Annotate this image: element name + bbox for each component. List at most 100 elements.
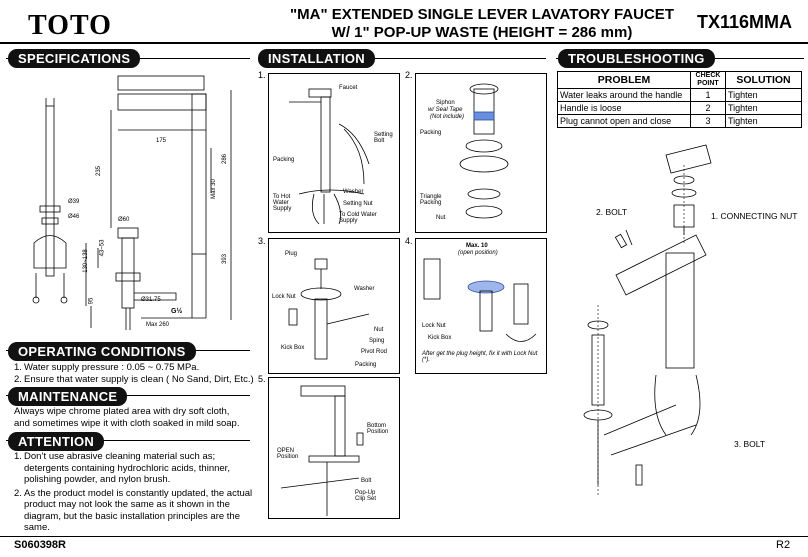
label-washer: Washer (343, 189, 364, 195)
title-line-2: W/ 1" POP-UP WASTE (HEIGHT = 286 mm) (331, 24, 633, 41)
label-sping: Sping (369, 338, 385, 344)
maintenance-rule (6, 395, 250, 396)
install-rule (258, 58, 546, 59)
operating-heading: OPERATING CONDITIONS (8, 342, 196, 361)
dim-max260: Max 260 (146, 322, 170, 328)
step-4-number: 4. (405, 236, 413, 246)
step-5-box: Bottom Position OPEN Position Bolt Pop-U… (268, 377, 400, 519)
dim-31-75: Ø31.75 (141, 297, 161, 303)
operating-item: 2.Ensure that water supply is clean ( No… (14, 373, 254, 385)
document-code: S060398R (14, 539, 66, 551)
operating-item: 1.Water supply pressure : 0.05 ~ 0.75 MP… (14, 362, 200, 373)
table-row: Plug cannot open and close 3 Tighten (557, 114, 802, 128)
label-faucet: Faucet (339, 85, 358, 91)
operating-list: 1.Water supply pressure : 0.05 ~ 0.75 MP… (14, 362, 254, 385)
label-nut-3: Nut (374, 327, 384, 333)
attention-item: 1.Don’t use abrasive cleaning material s… (14, 451, 230, 485)
dim-393: 393 (222, 253, 229, 265)
label-not-include: (Not include) (430, 114, 465, 120)
cell-solution: Tighten (725, 88, 802, 102)
step-3-number: 3. (258, 236, 266, 246)
callout-bolt-2: 2. BOLT (596, 207, 628, 217)
attention-list: 1.Don’t use abrasive cleaning material s… (14, 451, 258, 534)
specifications-drawing: 175 286 235 Max 30 Ø39 Ø46 Ø60 43~53 130… (6, 68, 250, 336)
exploded-view: 2. BOLT 1. CONNECTING NUT 3. BOLT (556, 135, 806, 535)
label-kick-box: Kick Box (281, 345, 305, 351)
label-triangle-packing: Triangle Packing (420, 194, 442, 206)
spec-diagram-svg (32, 75, 232, 330)
step-2-box: Siphon w/ Seal Tape (Not include) Packin… (415, 73, 547, 233)
step-4-box: Max. 10 (open position) Lock Nut Kick Bo… (415, 238, 547, 374)
label-lock-nut-4: Lock Nut (422, 323, 446, 329)
dim-43-53: 43~53 (99, 239, 106, 257)
table-header-row: PROBLEM CHECK POINT SOLUTION (557, 71, 802, 89)
label-washer-3: Washer (354, 286, 375, 292)
attention-item: 2.As the product model is constantly upd… (14, 487, 253, 534)
step-5-diagram (280, 385, 364, 516)
footer-rule (0, 536, 808, 537)
label-bolt: Bolt (361, 478, 372, 484)
dim-130-138: 130~138 (82, 249, 89, 273)
dim-46: Ø46 (68, 214, 80, 220)
label-packing-3: Packing (355, 362, 377, 368)
col-solution: SOLUTION (725, 71, 802, 89)
maintenance-text: Always wipe chrome plated area with dry … (14, 406, 240, 429)
step-1-box: Faucet Setting Bolt Packing Washer Setti… (268, 73, 400, 233)
step-5-number: 5. (258, 374, 266, 384)
installation-heading: INSTALLATION (258, 49, 375, 68)
revision: R2 (776, 539, 791, 551)
step-4-diagram (423, 258, 537, 342)
dim-286: 286 (222, 153, 229, 165)
maintenance-heading: MAINTENANCE (8, 387, 128, 406)
label-setting-bolt: Setting Bolt (374, 132, 393, 144)
attention-heading: ATTENTION (8, 432, 105, 451)
label-open-position-5: OPEN Position (277, 448, 299, 460)
dim-60: Ø60 (118, 217, 130, 223)
label-open-position: (open position) (458, 250, 498, 256)
attention-rule (6, 440, 250, 441)
specifications-heading: SPECIFICATIONS (8, 49, 141, 68)
title-line-1: "MA" EXTENDED SINGLE LEVER LAVATORY FAUC… (290, 6, 674, 23)
callout-connecting-nut: 1. CONNECTING NUT (711, 211, 798, 221)
cell-solution: Tighten (725, 101, 802, 115)
step-2-diagram (459, 83, 509, 219)
step-3-box: Plug Washer Lock Nut Nut Sping Kick Box … (268, 238, 400, 374)
label-kick-box-4: Kick Box (428, 335, 452, 341)
label-pivot-rod: Pivot Rod (361, 349, 388, 355)
label-hot-supply: To Hot Water Supply (273, 194, 292, 212)
document-title: "MA" EXTENDED SINGLE LEVER LAVATORY FAUC… (268, 6, 696, 42)
label-max10: Max. 10 (466, 243, 488, 249)
troubleshooting-heading: TROUBLESHOOTING (558, 49, 715, 68)
step-1-number: 1. (258, 70, 266, 80)
step-3-diagram (288, 258, 370, 360)
cell-solution: Tighten (725, 114, 802, 128)
cell-check: 2 (690, 101, 726, 115)
dim-max30: Max 30 (210, 179, 217, 199)
cell-problem: Plug cannot open and close (557, 114, 691, 128)
table-row: Water leaks around the handle 1 Tighten (557, 88, 802, 102)
label-bottom-position: Bottom Position (367, 423, 389, 435)
label-packing: Packing (273, 157, 295, 163)
exploded-diagram (583, 144, 712, 495)
callout-bolt-3: 3. BOLT (734, 439, 766, 449)
step-4-note: After get the plug height, fix it with L… (422, 351, 538, 363)
table-row: Handle is loose 2 Tighten (557, 101, 802, 115)
model-number: TX116MMA (697, 12, 793, 32)
label-lock-nut: Lock Nut (272, 294, 296, 300)
step-2-number: 2. (405, 70, 413, 80)
cell-problem: Handle is loose (557, 101, 691, 115)
label-siphon: Siphon (436, 100, 455, 106)
dim-39: Ø39 (68, 199, 80, 205)
dim-175: 175 (156, 138, 167, 144)
dim-95: 95 (88, 297, 95, 305)
label-setting-nut: Setting Nut (343, 201, 373, 207)
dim-g-half: G½ (171, 308, 183, 315)
cell-check: 3 (690, 114, 726, 128)
troubleshooting-table: PROBLEM CHECK POINT SOLUTION Water leaks… (557, 71, 802, 128)
dim-235: 235 (96, 165, 103, 177)
cell-problem: Water leaks around the handle (557, 88, 691, 102)
label-packing-2: Packing (420, 130, 442, 136)
label-nut: Nut (436, 215, 446, 221)
col-check: CHECK POINT (690, 71, 726, 89)
label-plug: Plug (285, 251, 298, 257)
